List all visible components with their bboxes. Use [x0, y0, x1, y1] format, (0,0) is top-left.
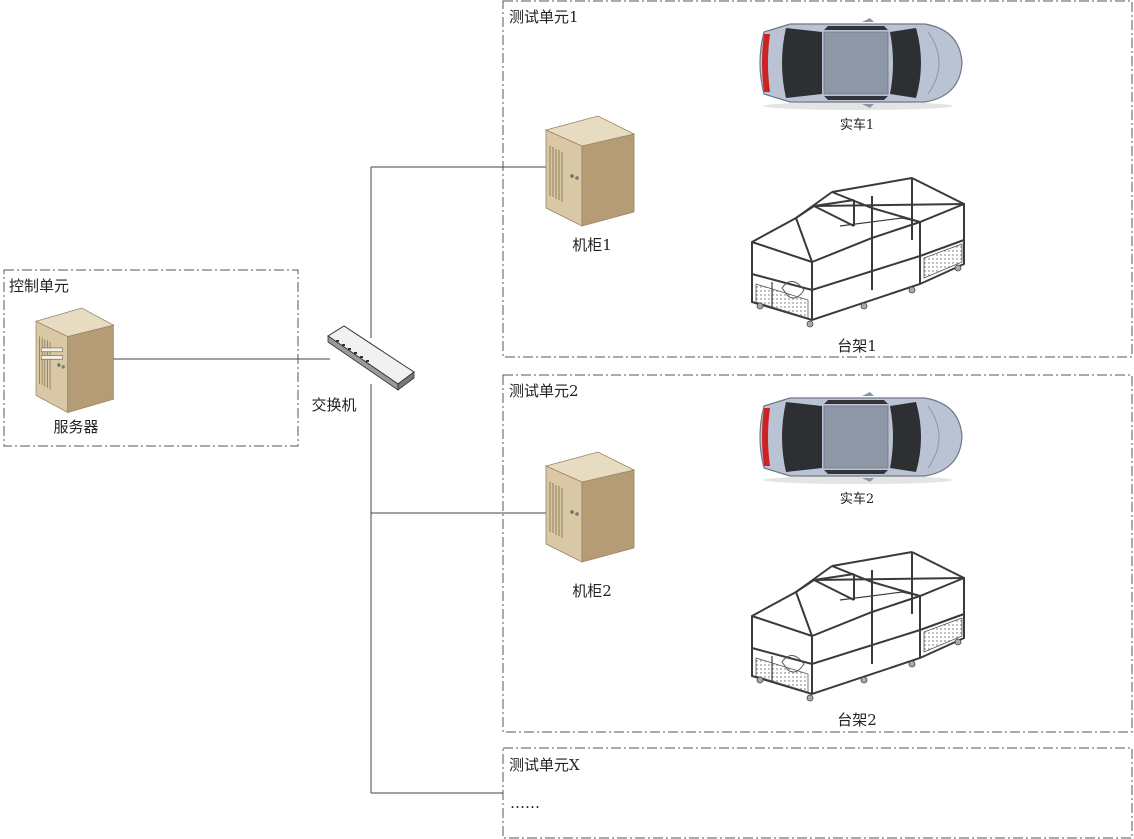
car-2-label: 实车2 — [839, 492, 875, 507]
test-unit-1-border — [502, 0, 1133, 358]
rig-1-icon — [751, 177, 965, 328]
network-switch-icon — [327, 325, 415, 391]
car-2-icon — [759, 391, 963, 485]
cabinet-2-label: 机柜2 — [572, 582, 612, 600]
test-unit-x-title: 测试单元X — [509, 756, 580, 774]
rig-2-label: 台架2 — [837, 711, 877, 729]
server-icon — [35, 307, 114, 413]
car-1-label: 实车1 — [839, 118, 875, 133]
test-unit-x-border — [502, 747, 1133, 839]
cabinet-2-icon — [545, 451, 635, 563]
control-unit-title: 控制单元 — [9, 277, 70, 295]
test-unit-x-ellipsis: …… — [510, 794, 540, 812]
rig-1-label: 台架1 — [837, 337, 877, 355]
rig-2-icon — [751, 551, 965, 702]
control-unit-border — [3, 269, 299, 447]
switch-label: 交换机 — [311, 396, 357, 414]
server-label: 服务器 — [53, 418, 99, 436]
cabinet-1-icon — [545, 115, 635, 227]
test-unit-2-title: 测试单元2 — [509, 382, 579, 400]
test-unit-2-border — [502, 374, 1133, 733]
car-1-icon — [759, 17, 963, 111]
test-unit-1-title: 测试单元1 — [509, 8, 579, 26]
cabinet-1-label: 机柜1 — [572, 236, 612, 254]
